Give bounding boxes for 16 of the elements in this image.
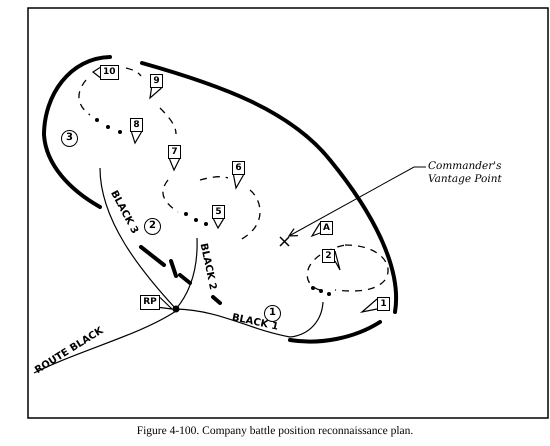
- callout-text: Commander's Vantage Point: [428, 160, 532, 186]
- position-flag: 5: [212, 205, 225, 219]
- position-flag: 1: [377, 297, 390, 311]
- position-flag: 7: [168, 145, 181, 159]
- leader-line: [288, 166, 426, 237]
- figure-caption: Figure 4-100. Company battle position reconnaissance plan.: [136, 425, 414, 437]
- circled-number: 3: [61, 130, 78, 147]
- position-flag: 6: [232, 161, 245, 175]
- circled-number: 2: [144, 218, 161, 235]
- position-flag: 2: [322, 249, 335, 263]
- position-flag: RP: [140, 295, 160, 310]
- position-flag: A: [320, 221, 333, 235]
- position-flag: 9: [150, 74, 163, 88]
- position-flag: 10: [100, 65, 119, 80]
- position-flag: 8: [130, 118, 143, 132]
- route-name: BLACK 2: [198, 242, 218, 291]
